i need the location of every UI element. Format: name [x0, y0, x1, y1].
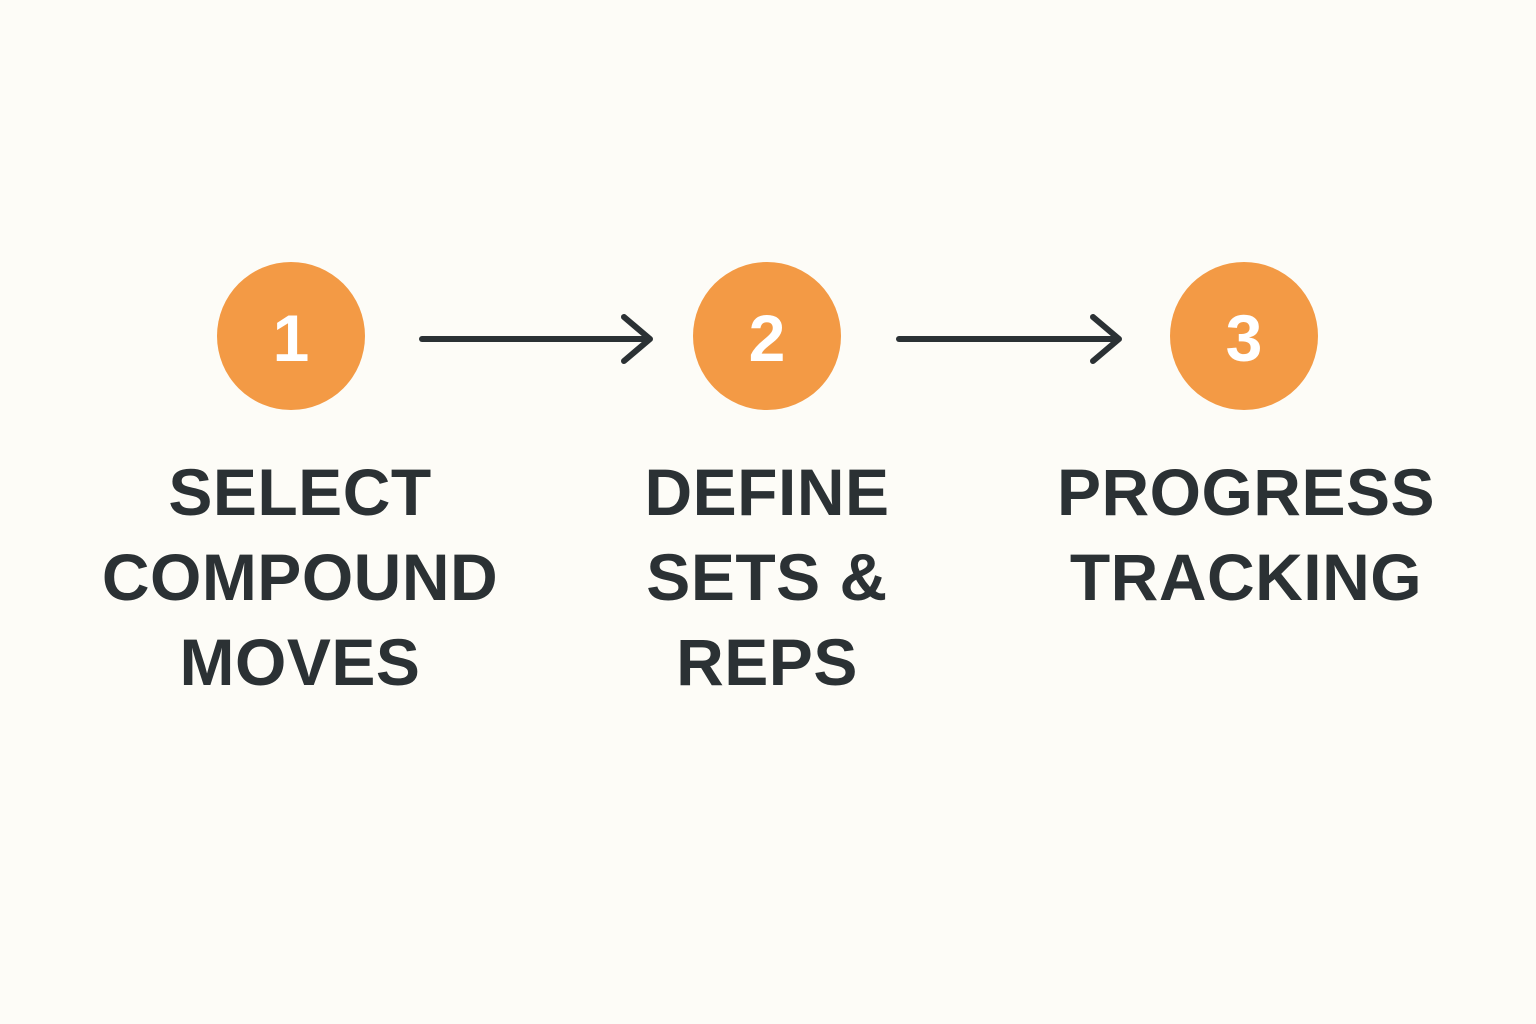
arrow-right-icon — [419, 314, 653, 364]
step-2-number: 2 — [748, 301, 786, 375]
step-2-label: DEFINE SETS & REPS — [527, 450, 1007, 705]
arrow-right-icon — [896, 314, 1122, 364]
step-2-label-line-1: DEFINE — [644, 455, 890, 529]
step-3-label-line-1: PROGRESS — [1056, 455, 1436, 529]
step-2-circle: 2 — [693, 262, 841, 410]
step-2-label-line-3: REPS — [676, 625, 858, 699]
step-3-circle: 3 — [1170, 262, 1318, 410]
step-1-number: 1 — [272, 301, 310, 375]
step-1-label: SELECT COMPOUND MOVES — [60, 450, 540, 705]
step-3-number: 3 — [1225, 301, 1263, 375]
step-1-label-line-1: SELECT — [168, 455, 432, 529]
step-3-label-line-2: TRACKING — [1069, 540, 1423, 614]
step-3-label: PROGRESS TRACKING — [1006, 450, 1486, 620]
step-1-circle: 1 — [217, 262, 365, 410]
step-2-label-line-2: SETS & — [646, 540, 888, 614]
step-1-label-line-3: MOVES — [179, 625, 421, 699]
step-1-label-line-2: COMPOUND — [101, 540, 499, 614]
